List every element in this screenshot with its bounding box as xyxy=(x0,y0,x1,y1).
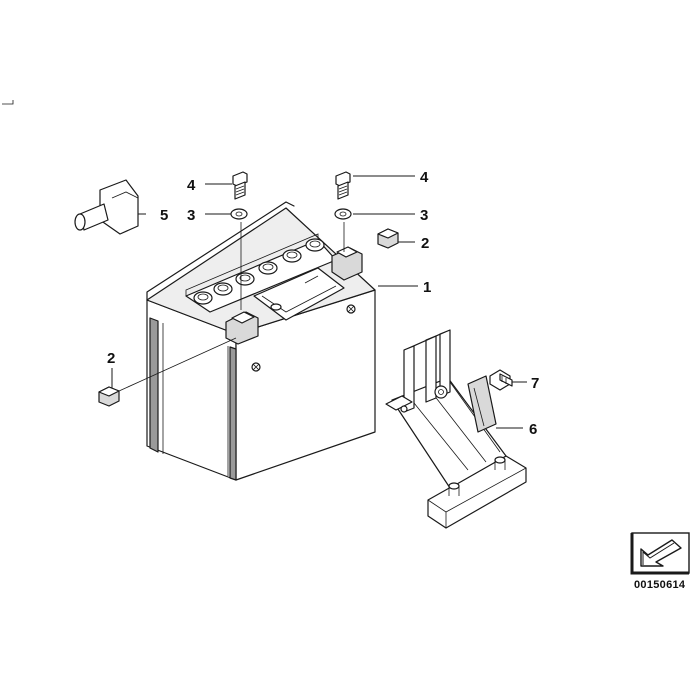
cell-caps xyxy=(193,238,325,305)
battery-bracket[interactable] xyxy=(385,329,527,529)
callout-6: 6 xyxy=(529,421,537,438)
terminal-bolt-right[interactable] xyxy=(335,171,351,200)
callout-3-left: 3 xyxy=(187,207,195,224)
document-number: 00150614 xyxy=(634,579,686,591)
assembly-line-lower-nut xyxy=(118,337,237,392)
callout-2-upper: 2 xyxy=(421,235,429,252)
arrow-pointing-down-left-icon xyxy=(630,532,690,575)
washer-left[interactable] xyxy=(230,208,248,220)
terminal-cover[interactable] xyxy=(74,179,139,235)
terminal-nut-lower[interactable] xyxy=(98,386,120,407)
callout-1: 1 xyxy=(423,279,431,296)
terminal-nut-upper[interactable] xyxy=(377,228,399,249)
callout-5: 5 xyxy=(160,207,168,224)
battery[interactable] xyxy=(146,201,376,481)
side-screw-marks xyxy=(251,304,356,372)
callout-7: 7 xyxy=(531,375,539,392)
callout-4-right: 4 xyxy=(420,169,429,186)
washer-right[interactable] xyxy=(334,208,352,220)
corner-mark xyxy=(2,100,14,105)
callout-4-left: 4 xyxy=(187,177,196,194)
callout-3-right: 3 xyxy=(420,207,428,224)
leader-lines xyxy=(111,175,527,429)
bracket-screw[interactable] xyxy=(489,369,513,391)
terminal-bolt-left[interactable] xyxy=(232,171,248,200)
callout-2-lower: 2 xyxy=(107,350,115,367)
